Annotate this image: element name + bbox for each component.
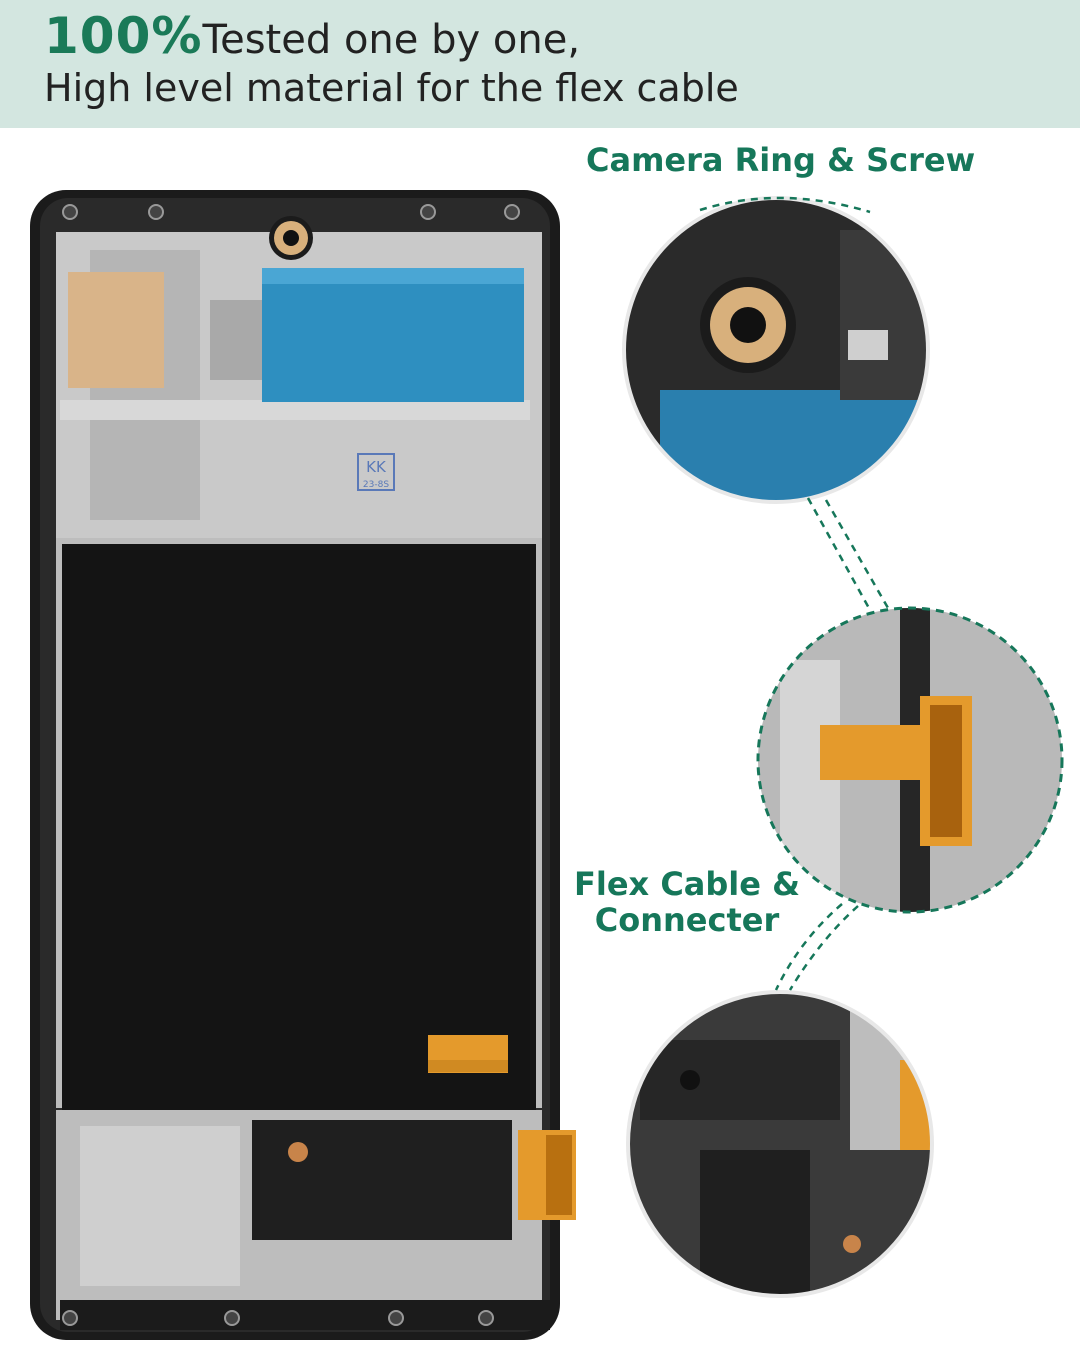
callout-flex-line2: Connecter — [594, 901, 780, 939]
callout-flex: Flex Cable & Connecter — [574, 866, 800, 938]
phone-frame: KK 23-8S — [30, 190, 576, 1340]
zoom-circle-flex — [756, 606, 1064, 914]
callout-camera: Camera Ring & Screw — [586, 141, 976, 179]
dashed-connectors — [699, 196, 890, 991]
stamp-code: 23-8S — [363, 480, 389, 490]
stamp-kk: KK — [366, 458, 387, 476]
zoom-circle-bottom — [626, 990, 934, 1298]
headline: 100%Tested one by one, High level materi… — [44, 11, 739, 112]
zoom-circle-camera — [622, 196, 930, 504]
callout-flex-line1: Flex Cable & — [574, 865, 801, 903]
headline-highlight: 100% — [44, 7, 203, 65]
headline-line2: High level material for the flex cable — [44, 66, 739, 110]
header-banner — [0, 0, 1080, 128]
headline-line1: Tested one by one, — [202, 17, 581, 63]
